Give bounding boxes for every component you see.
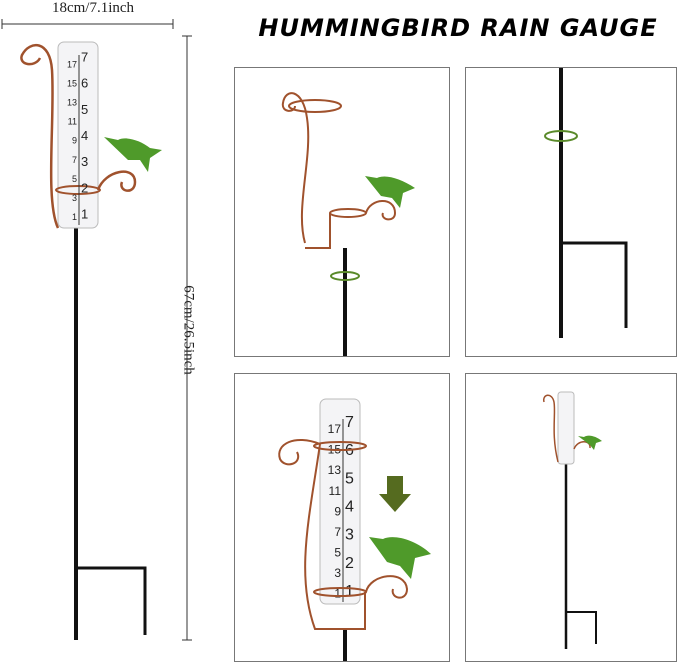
gauge-tube <box>57 41 99 229</box>
cm-mark: 17 <box>67 60 77 70</box>
inch-mark: 1 <box>345 583 354 600</box>
cm-mark: 7 <box>72 155 77 165</box>
cm-mark: 15 <box>67 79 77 89</box>
cm-mark: 11 <box>68 117 77 127</box>
hummingbird <box>578 435 602 450</box>
width-dimension-label: 18cm/7.1inch <box>51 0 135 16</box>
cm-mark: 3 <box>334 566 341 580</box>
cm-mark: 11 <box>329 484 342 498</box>
down-arrow-icon <box>379 476 411 512</box>
cm-mark: 17 <box>328 422 342 436</box>
hummingbird <box>369 537 431 579</box>
inch-mark: 7 <box>81 50 88 65</box>
cm-mark: 13 <box>67 98 77 108</box>
cm-mark: 9 <box>72 136 77 146</box>
inch-mark: 6 <box>81 76 88 91</box>
inch-mark: 2 <box>81 180 88 195</box>
cm-mark: 1 <box>334 587 341 601</box>
cm-mark: 5 <box>72 174 77 184</box>
copper-frame <box>20 43 60 229</box>
inch-mark: 7 <box>345 414 354 431</box>
inch-mark: 3 <box>81 154 88 169</box>
inch-mark: 3 <box>345 527 354 544</box>
cm-mark: 3 <box>72 193 77 203</box>
hummingbird <box>365 176 415 208</box>
panel-full-view <box>465 373 677 662</box>
inch-mark: 5 <box>345 470 354 487</box>
inch-mark: 4 <box>345 498 354 515</box>
product-title: HUMMINGBIRD RAIN GAUGE <box>258 14 658 42</box>
inch-mark: 2 <box>345 555 354 572</box>
hummingbird <box>104 137 162 172</box>
cm-mark: 5 <box>334 546 341 560</box>
inch-mark: 5 <box>81 102 88 117</box>
panel-frame-view <box>234 67 450 357</box>
cm-mark: 1 <box>72 212 77 222</box>
inch-mark: 4 <box>81 128 88 143</box>
inch-mark: 1 <box>81 206 88 221</box>
stake-foot <box>76 566 147 635</box>
cm-mark: 13 <box>328 463 342 477</box>
cm-mark: 9 <box>334 504 341 518</box>
cm-mark: 7 <box>334 525 341 539</box>
panel-stake-view <box>465 67 677 357</box>
